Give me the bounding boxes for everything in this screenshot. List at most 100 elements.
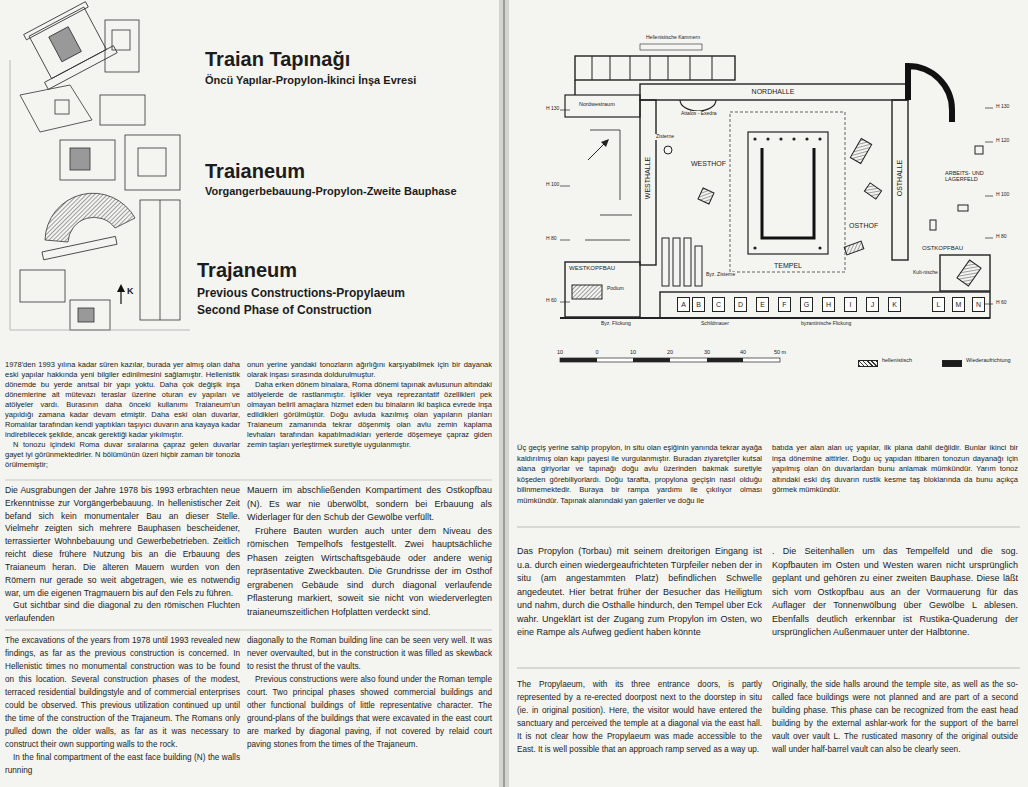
paragraph: Gut sichtbar sind die diagonal zu den rö… <box>5 599 240 625</box>
plan-label: OSTHALLE <box>896 159 904 198</box>
scale-number: 10 <box>556 349 564 355</box>
vault-letter: F <box>782 301 786 308</box>
cistern <box>695 246 702 286</box>
north-arrow <box>120 290 121 304</box>
plan-wall <box>100 95 145 125</box>
vault-compartment: C <box>712 297 725 312</box>
paragraph: Die Ausgrabungen der Jahre 1978 bis 1993… <box>5 484 240 599</box>
heading: Second Phase of Construction <box>197 304 372 318</box>
paragraph: 1978'den 1993 yılına kadar süren kazılar… <box>5 360 240 440</box>
block <box>930 220 936 230</box>
plan-label: Kult-nische <box>912 270 939 276</box>
grid-coordinate: H 130 <box>995 104 1010 110</box>
scale-segment <box>560 358 597 362</box>
text-column: Originally, the side halls around the te… <box>772 678 1018 756</box>
exedra <box>680 100 716 111</box>
grid-coordinate: H 100 <box>995 192 1010 198</box>
vault-compartment: F <box>778 297 791 312</box>
vault-letter: L <box>937 301 941 308</box>
room <box>565 95 640 117</box>
grid-coordinate: H 80 <box>545 236 558 242</box>
plan-wall <box>55 100 69 114</box>
vault-compartment: I <box>844 297 857 312</box>
scale-number: 0 <box>594 349 599 355</box>
plan-label: Byz. Zisterne <box>705 272 736 278</box>
column <box>753 246 756 249</box>
chamber-walls <box>592 56 712 80</box>
cella <box>762 148 814 238</box>
paragraph: In the final compartment of the east fac… <box>5 751 240 777</box>
paragraph: batıda yer alan alan uç yapılar, ilk pla… <box>772 443 1018 496</box>
plan-wall <box>49 27 82 62</box>
vault-letter: A <box>681 301 686 308</box>
scale-number: 30 <box>703 349 711 355</box>
paragraph: . Die Seitenhallen um das Tempelfeld und… <box>772 545 1018 640</box>
heading: Vorgangerbebauung-Propylon-Zweite Baupha… <box>205 185 457 198</box>
retaining-wall <box>560 317 990 319</box>
vault-compartment: B <box>692 297 705 312</box>
plan-label: Byz. Flickung <box>600 321 632 327</box>
plan-wall <box>125 135 180 190</box>
plan-wall <box>70 300 110 330</box>
grid-coordinate: H 60 <box>995 300 1008 306</box>
column <box>779 137 782 140</box>
plan-label: ARBEITS- UND LAGERFELD <box>944 170 1008 183</box>
vault-letter: J <box>871 301 875 308</box>
plan-wall <box>112 30 130 50</box>
heading: Traianeum <box>205 160 305 183</box>
chamber-row <box>575 56 735 80</box>
vault-compartment: N <box>972 297 985 312</box>
section-rule <box>517 527 1020 528</box>
vault-compartment: M <box>952 297 965 312</box>
vault-letter: E <box>760 301 765 308</box>
face-building <box>940 255 990 291</box>
paving <box>957 260 981 286</box>
block <box>958 205 968 211</box>
plan-wall <box>70 148 90 170</box>
plan-label: byzantinische Flickung <box>800 321 852 327</box>
heading: Previous Constructions-Propylaeum <box>197 287 405 301</box>
column <box>818 137 821 140</box>
trajaneum-thumb <box>20 0 117 89</box>
vault-letter: H <box>826 301 831 308</box>
face-building <box>565 262 640 317</box>
plan-label: Podium <box>606 286 625 292</box>
vault-compartment: A <box>677 297 690 312</box>
heading: Öncü Yapılar-Propylon-İkinci İnşa Evresi <box>205 74 416 87</box>
vault-letter: B <box>696 301 701 308</box>
paving <box>698 188 714 204</box>
paving <box>850 138 871 163</box>
column <box>753 137 756 140</box>
arch <box>908 66 952 122</box>
paragraph: Mauern im abschließenden Kompartiment de… <box>247 484 492 525</box>
plan-wall <box>105 20 139 72</box>
column <box>805 137 808 140</box>
block <box>975 146 983 154</box>
hall <box>892 100 908 260</box>
plan-label: OSTKOPFBAU <box>921 245 964 252</box>
north-label: K <box>127 286 134 296</box>
legend-label: Wiederaufrichtung <box>966 357 1011 363</box>
text-column: Mauern im abschließenden Kompartiment de… <box>247 484 492 619</box>
vault-letter: M <box>956 301 962 308</box>
paragraph: Previous constructions were also found u… <box>247 673 492 751</box>
vault-letter: K <box>892 301 897 308</box>
hall <box>640 84 908 100</box>
court-line <box>730 112 845 272</box>
terrain-line <box>10 60 190 330</box>
plan-wall <box>20 270 65 302</box>
vault-compartment: G <box>800 297 813 312</box>
vault-compartment: D <box>734 297 747 312</box>
trajaneum-plan <box>560 44 993 318</box>
scale-number: 40 <box>739 349 747 355</box>
paragraph: onun yerine yandaki tonozların ağırlığın… <box>247 360 492 380</box>
columns <box>753 137 821 249</box>
plan-label: Nordwestraum <box>578 101 616 107</box>
scale-number: 50 m <box>773 349 787 355</box>
plan-wall <box>574 80 575 95</box>
legend-swatch <box>942 360 962 367</box>
plan-wall <box>160 200 161 320</box>
scale-segment <box>633 358 670 362</box>
cistern <box>664 146 672 154</box>
vault-letter: D <box>738 301 743 308</box>
